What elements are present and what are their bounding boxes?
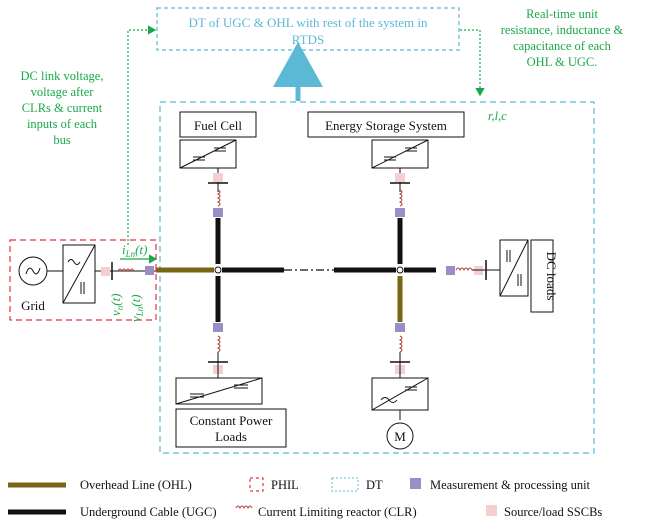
clr-fuel-cell xyxy=(216,189,221,207)
measurement-feedback-path xyxy=(127,25,157,245)
grid-ac-symbol xyxy=(67,259,81,265)
cpl-label-line2: Loads xyxy=(215,429,247,444)
legend-clr-label: Current Limiting reactor (CLR) xyxy=(258,505,417,519)
meas-unit-cpl xyxy=(213,323,223,332)
meas-unit-fuel-cell xyxy=(213,208,223,217)
rlc-label: r,l,c xyxy=(488,109,507,123)
legend-dt-swatch xyxy=(331,477,359,492)
dt-region-box xyxy=(159,101,595,454)
bus1-node xyxy=(214,266,222,274)
right-note-line3: capacitance of each xyxy=(513,39,612,53)
grid-converter-diag xyxy=(62,244,96,304)
dc-loads-box xyxy=(530,239,554,313)
vln-label: vLn(t) xyxy=(128,294,145,322)
cpl-label-line1: Constant Power xyxy=(190,413,273,428)
vn-label: vn(t) xyxy=(108,293,125,316)
dt-title-box xyxy=(156,7,460,51)
ac-symbol xyxy=(380,397,398,403)
fuel-cell-box xyxy=(179,111,257,138)
clr-cpl xyxy=(216,335,221,353)
legend-ohl-label: Overhead Line (OHL) xyxy=(80,478,192,492)
meas-unit-dc-loads xyxy=(446,266,455,275)
cpl-box xyxy=(175,408,287,448)
right-note-line4: OHL & UGC. xyxy=(527,55,598,69)
grid-sine-icon xyxy=(25,267,41,275)
legend-phil-swatch xyxy=(249,477,264,492)
legend-phil-label: PHIL xyxy=(271,478,299,492)
right-note-line1: Real-time unit xyxy=(526,7,598,21)
sscb-fuel-cell xyxy=(213,173,223,182)
dt-title-line1: DT of UGC & OHL with rest of the system … xyxy=(188,15,428,30)
legend-meas-label: Measurement & processing unit xyxy=(430,478,591,492)
ess-box xyxy=(307,111,465,138)
meas-unit-grid xyxy=(145,266,154,275)
left-note-line2: voltage after xyxy=(31,85,95,99)
legend-dt-label: DT xyxy=(366,478,383,492)
meas-unit-ess xyxy=(395,208,405,217)
dc-loads-converter-diag xyxy=(499,239,529,297)
ess-label: Energy Storage System xyxy=(325,118,447,133)
legend-meas-swatch xyxy=(410,478,421,489)
legend-ugc-label: Underground Cable (UGC) xyxy=(80,505,217,519)
right-note-line2: resistance, inductance & xyxy=(501,23,624,37)
clr-ess xyxy=(398,189,403,207)
bus2-node xyxy=(396,266,404,274)
left-note-line4: inputs of each xyxy=(27,117,98,131)
rlc-feed-path xyxy=(460,29,485,97)
fuel-cell-converter-diag xyxy=(179,139,237,169)
cpl-converter-diag xyxy=(175,377,263,405)
phil-box xyxy=(9,239,157,321)
left-note-line3: CLRs & current xyxy=(22,101,103,115)
legend-sscb-label: Source/load SSCBs xyxy=(504,505,602,519)
clr-grid xyxy=(117,268,135,273)
clr-motor xyxy=(398,335,403,353)
legend-sscb-swatch xyxy=(486,505,497,516)
ess-converter-diag xyxy=(371,139,429,169)
clr-dc-loads xyxy=(455,267,473,272)
current-label: iLn(t) xyxy=(122,242,147,259)
motor-label: M xyxy=(394,429,406,444)
motor-inverter-diag xyxy=(371,377,429,411)
left-note-line5: bus xyxy=(53,133,71,147)
motor-circle xyxy=(386,422,414,450)
meas-unit-motor xyxy=(395,323,405,332)
dc-loads-label: DC loads xyxy=(544,252,559,301)
legend-clr-swatch xyxy=(235,505,253,510)
dt-title-line2: RTDS xyxy=(292,32,324,47)
grid-label: Grid xyxy=(21,298,45,313)
left-note-line1: DC link voltage, xyxy=(21,69,104,83)
sscb-grid xyxy=(101,267,110,276)
fuel-cell-label: Fuel Cell xyxy=(194,118,242,133)
sscb-ess xyxy=(395,173,405,182)
